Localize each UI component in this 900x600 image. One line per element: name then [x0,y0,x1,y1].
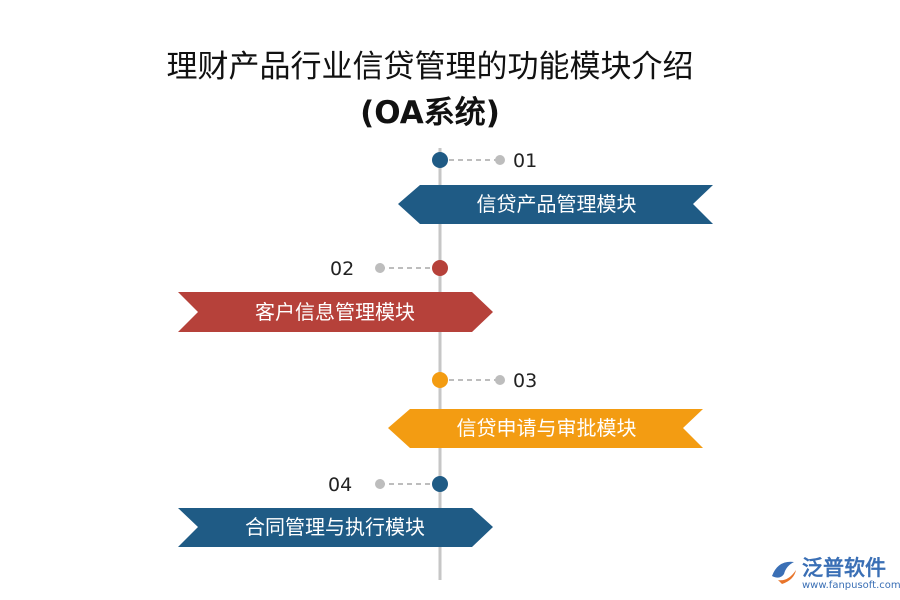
timeline-dot-02 [432,260,448,276]
brand-name: 泛普软件 [802,556,886,580]
brand-url: www.fanpusoft.com [802,580,900,591]
timeline-dot-03 [432,372,448,388]
module-number-02: 02 [330,258,355,280]
timeline-dot-04 [432,476,448,492]
module-number-03: 03 [513,370,538,392]
module-number-04: 04 [328,474,353,496]
module-label-04: 合同管理与执行模块 [245,515,425,539]
module-label-03: 信贷申请与审批模块 [456,416,637,440]
connector-end-dot-03 [495,375,505,385]
module-label-01: 信贷产品管理模块 [476,192,637,216]
timeline-dot-01 [432,152,448,168]
page-title: 理财产品行业信贷管理的功能模块介绍 (OA系统) [0,44,860,136]
brand-logo: 泛普软件 www.fanpusoft.com [768,552,900,598]
banner-03 [388,409,703,448]
banner-02 [178,292,493,332]
fanpu-logo-icon [772,561,796,584]
connector-end-dot-01 [495,155,505,165]
connector-end-dot-02 [375,263,385,273]
banner-04 [178,508,493,547]
banner-01 [398,185,713,224]
title-line-2: (OA系统) [360,95,500,131]
title-line-1: 理财产品行业信贷管理的功能模块介绍 [166,49,694,85]
module-label-02: 客户信息管理模块 [255,300,415,324]
connector-end-dot-04 [375,479,385,489]
module-number-01: 01 [513,150,538,172]
